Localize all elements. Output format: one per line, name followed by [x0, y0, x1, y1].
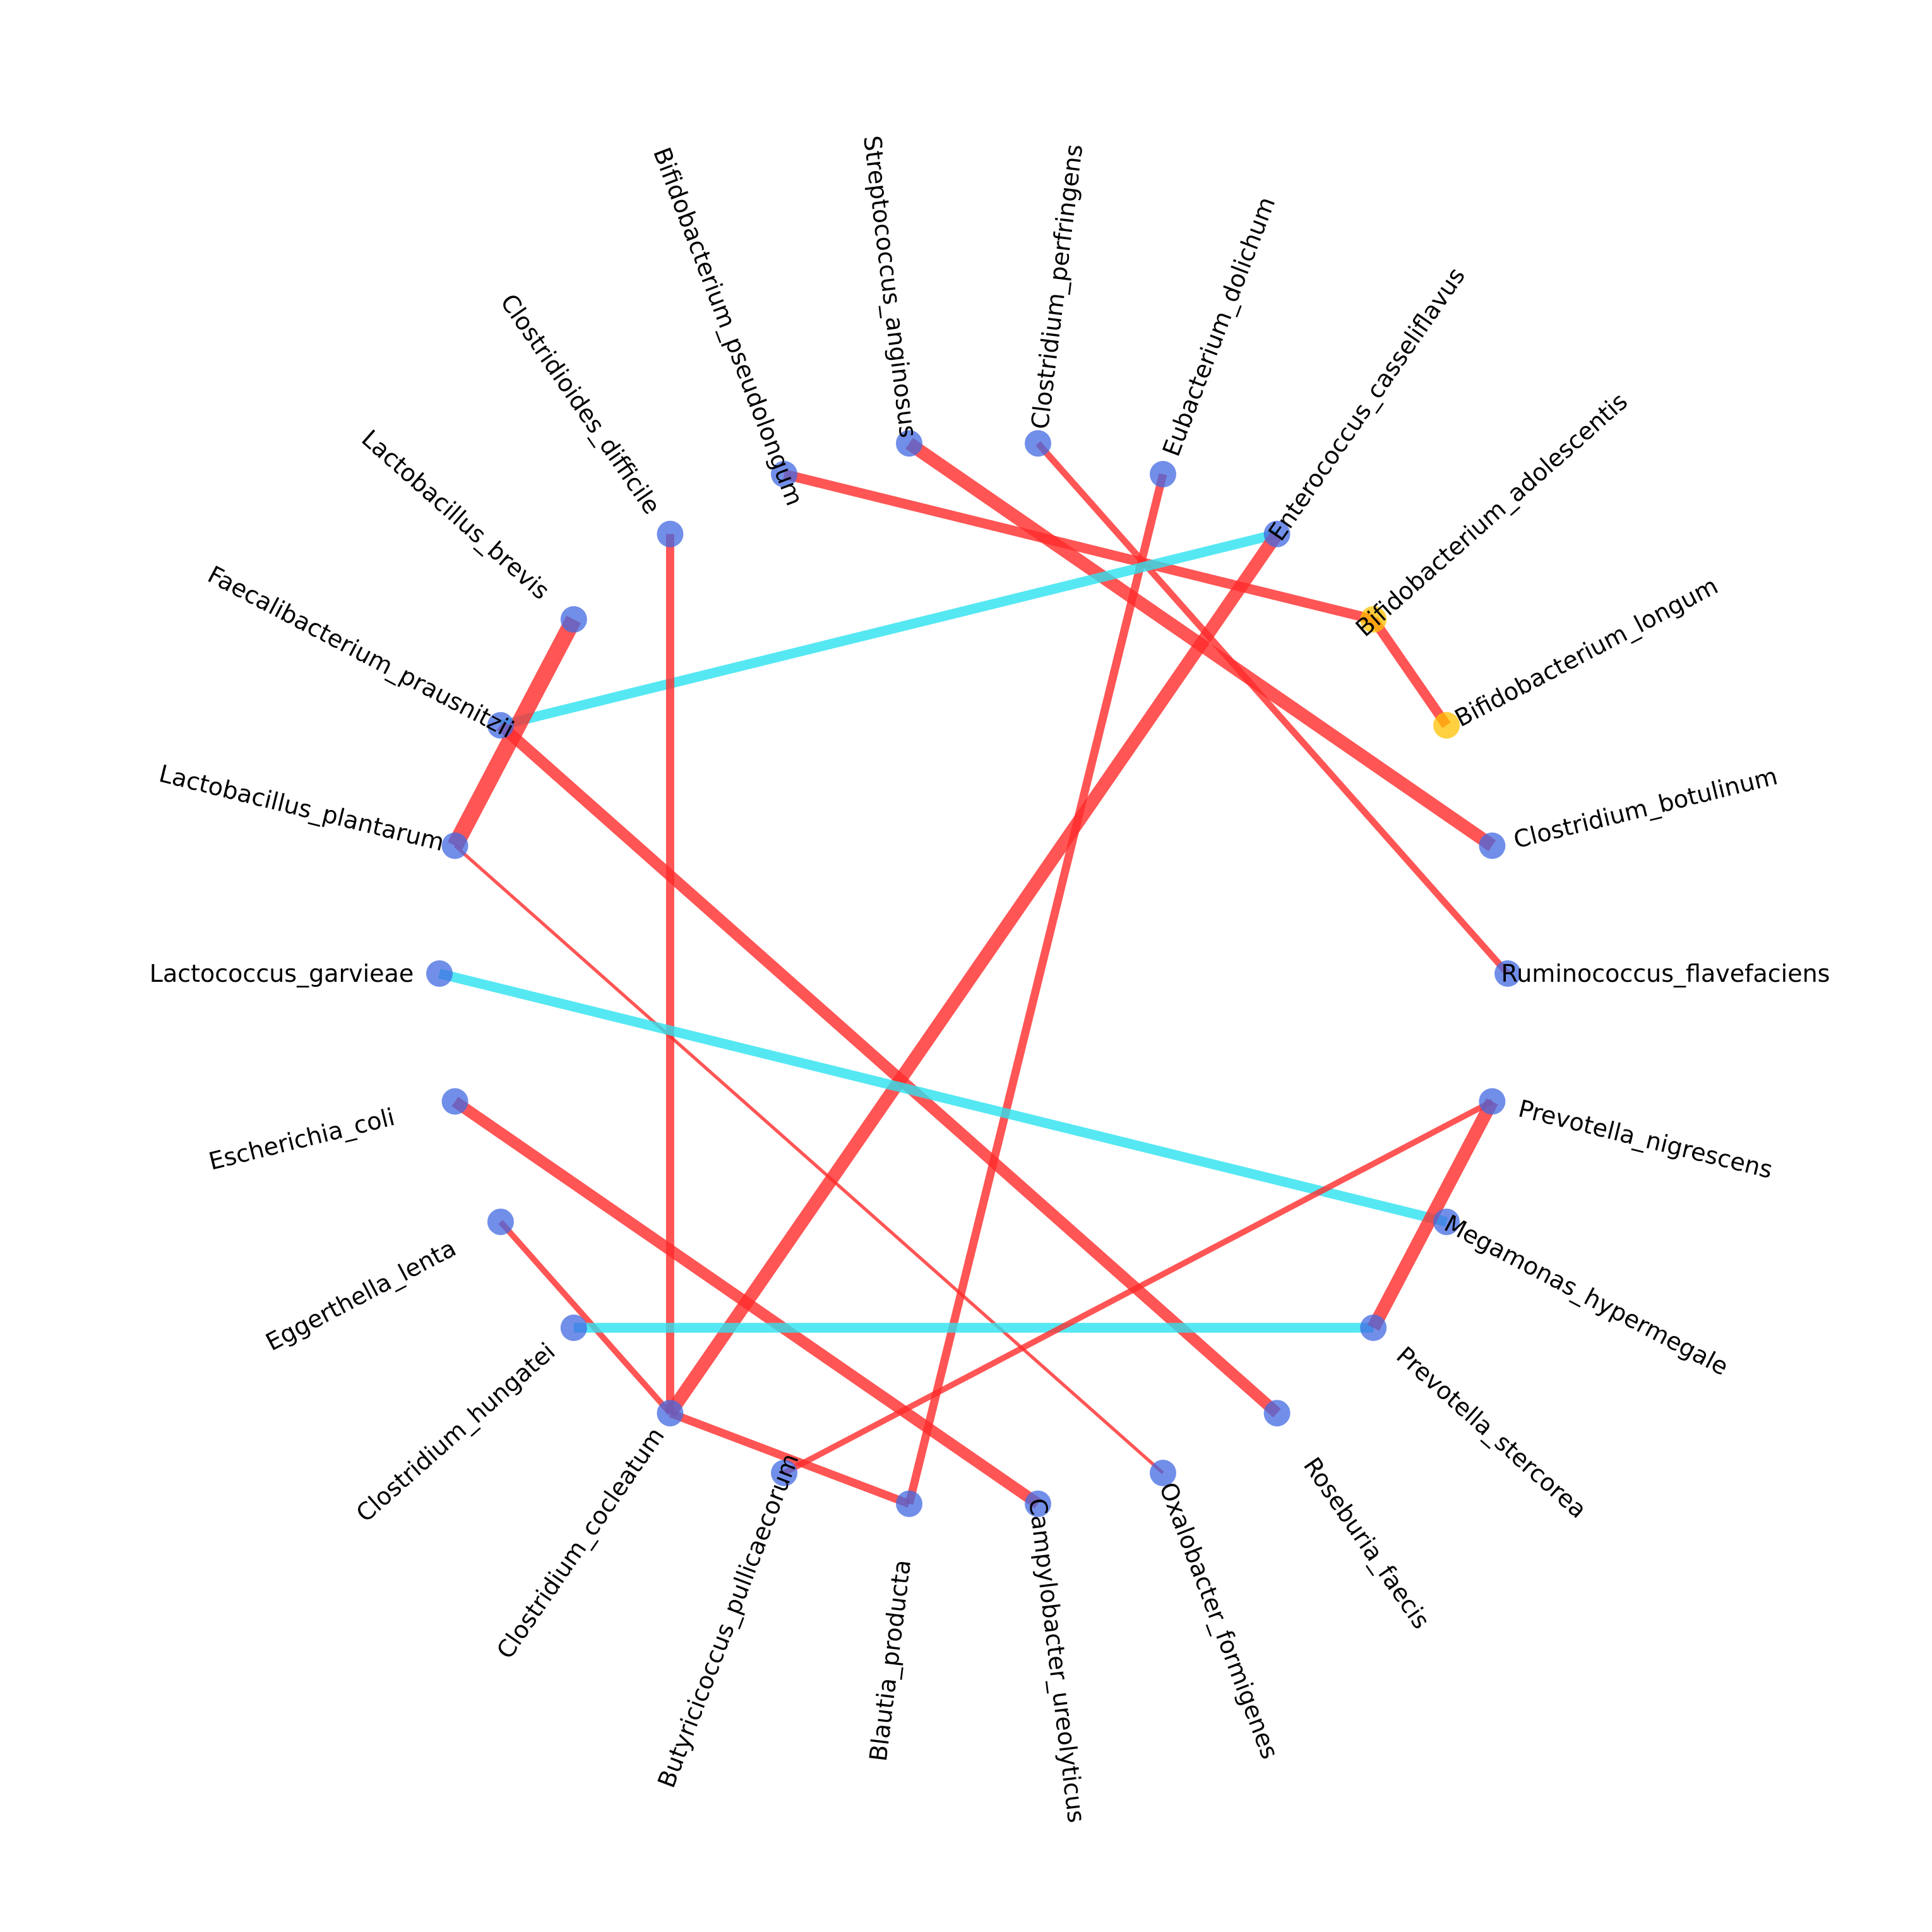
node-label-prevotella-stercorea: Prevotella_stercorea	[1391, 1341, 1592, 1524]
node-oxalobacter-formigenes[interactable]	[1150, 1460, 1176, 1486]
node-label-lactobacillus-plantarum: Lactobacillus_plantarum	[157, 760, 447, 857]
node-label-eggerthella-lenta: Eggerthella_lenta	[261, 1234, 461, 1356]
node-label-roseburia-faecis: Roseburia_faecis	[1298, 1452, 1435, 1634]
edge-eggerthella-lenta-to-clostridium-cocleatum	[498, 1220, 672, 1416]
edge-bifidobacterium-pseudolongum-to-bifidobacterium-adolescentis	[783, 469, 1375, 624]
node-label-clostridium-hungatei: Clostridium_hungatei	[351, 1337, 561, 1527]
edge-eubacterium-dolichum-to-blautia-producta	[905, 473, 1167, 1505]
node-label-faecalibacterium-prausnitzii: Faecalibacterium_prausnitzii	[203, 561, 518, 744]
node-lactobacillus-brevis[interactable]	[560, 606, 587, 633]
node-campylobacter-ureolyticus[interactable]	[1025, 1490, 1051, 1517]
node-label-butyricicoccus-pullicaecorum: Butyricicoccus_pullicaecorum	[652, 1450, 804, 1791]
node-megamonas-hypermegale[interactable]	[1433, 1208, 1460, 1236]
edge-enterococcus-casseliflavus-to-clostridium-cocleatum	[664, 530, 1283, 1417]
node-prevotella-stercorea[interactable]	[1360, 1315, 1387, 1341]
node-blautia-producta[interactable]	[896, 1490, 922, 1517]
node-label-streptococcus-anginosus: Streptococcus_anginosus	[858, 134, 922, 439]
edge-prevotella-nigrescens-to-prevotella-stercorea	[1367, 1098, 1498, 1331]
node-bifidobacterium-pseudolongum[interactable]	[771, 461, 797, 487]
node-lactococcus-garvieae[interactable]	[426, 960, 453, 987]
edge-bifidobacterium-adolescentis-to-bifidobacterium-longum	[1369, 616, 1451, 729]
node-label-enterococcus-casseliflavus: Enterococcus_casseliflavus	[1263, 263, 1470, 546]
node-label-bifidobacterium-adolescentis: Bifidobacterium_adolescentis	[1351, 387, 1633, 641]
nodes-layer	[426, 430, 1521, 1517]
node-bifidobacterium-adolescentis[interactable]	[1360, 606, 1387, 633]
edge-enterococcus-casseliflavus-to-faecalibacterium-prausnitzii	[499, 529, 1279, 730]
node-ruminococcus-flavefaciens[interactable]	[1494, 960, 1521, 987]
node-label-lactococcus-garvieae: Lactococcus_garvieae	[150, 960, 414, 987]
node-label-campylobacter-ureolyticus: Campylobacter_ureolyticus	[1023, 1497, 1090, 1825]
node-eggerthella-lenta[interactable]	[487, 1208, 514, 1236]
node-clostridium-perfringens[interactable]	[1025, 430, 1051, 457]
node-label-bifidobacterium-longum: Bifidobacterium_longum	[1450, 571, 1722, 732]
node-butyricicoccus-pullicaecorum[interactable]	[771, 1460, 797, 1486]
node-label-blautia-producta: Blautia_producta	[864, 1558, 916, 1763]
node-label-clostridium-cocleatum: Clostridium_cocleatum	[491, 1422, 670, 1664]
node-clostridium-cocleatum[interactable]	[657, 1400, 684, 1427]
node-streptococcus-anginosus[interactable]	[896, 430, 922, 457]
node-lactobacillus-plantarum[interactable]	[441, 832, 468, 859]
node-escherichia-coli[interactable]	[441, 1088, 468, 1115]
node-label-clostridium-botulinum: Clostridium_botulinum	[1511, 762, 1780, 854]
node-label-prevotella-nigrescens: Prevotella_nigrescens	[1516, 1095, 1775, 1184]
edge-clostridium-cocleatum-to-blautia-producta	[669, 1409, 911, 1508]
node-label-oxalobacter-formigenes: Oxalobacter_formigenes	[1154, 1479, 1284, 1763]
node-roseburia-faecis[interactable]	[1263, 1400, 1291, 1427]
node-label-clostridium-perfringens: Clostridium_perfringens	[1026, 143, 1088, 431]
node-label-escherichia-coli: Escherichia_coli	[206, 1103, 397, 1176]
node-clostridium-hungatei[interactable]	[560, 1315, 587, 1341]
edge-clostridium-perfringens-to-ruminococcus-flavefaciens	[1035, 441, 1510, 976]
node-label-ruminococcus-flavefaciens: Ruminococcus_flavefaciens	[1501, 960, 1830, 987]
node-label-bifidobacterium-pseudolongum: Bifidobacterium_pseudolongum	[648, 144, 809, 510]
node-clostridium-botulinum[interactable]	[1479, 832, 1506, 859]
node-faecalibacterium-prausnitzii[interactable]	[487, 712, 514, 739]
edge-lactobacillus-plantarum-to-oxalobacter-formigenes	[453, 844, 1164, 1474]
edge-escherichia-coli-to-campylobacter-ureolyticus	[451, 1097, 1042, 1509]
edge-lactococcus-garvieae-to-megamonas-hypermegale	[438, 969, 1448, 1227]
edges-layer	[438, 438, 1510, 1509]
node-label-clostridioides-difficile: Clostridioides_difficile	[495, 289, 666, 520]
edge-faecalibacterium-prausnitzii-to-roseburia-faecis	[496, 720, 1281, 1418]
node-label-megamonas-hypermegale: Megamonas_hypermegale	[1440, 1209, 1733, 1381]
node-label-lactobacillus-brevis: Lactobacillus_brevis	[356, 424, 555, 605]
edge-butyricicoccus-pullicaecorum-to-prevotella-nigrescens	[782, 1099, 1494, 1476]
node-enterococcus-casseliflavus[interactable]	[1263, 520, 1291, 547]
node-bifidobacterium-longum[interactable]	[1433, 712, 1460, 739]
node-eubacterium-dolichum[interactable]	[1150, 461, 1176, 487]
labels-layer: Ruminococcus_flavefaciens Clostridium_bot…	[150, 134, 1830, 1824]
node-prevotella-nigrescens[interactable]	[1479, 1088, 1506, 1115]
node-clostridioides-difficile[interactable]	[657, 520, 684, 547]
node-label-eubacterium-dolichum: Eubacterium_dolichum	[1157, 193, 1281, 460]
